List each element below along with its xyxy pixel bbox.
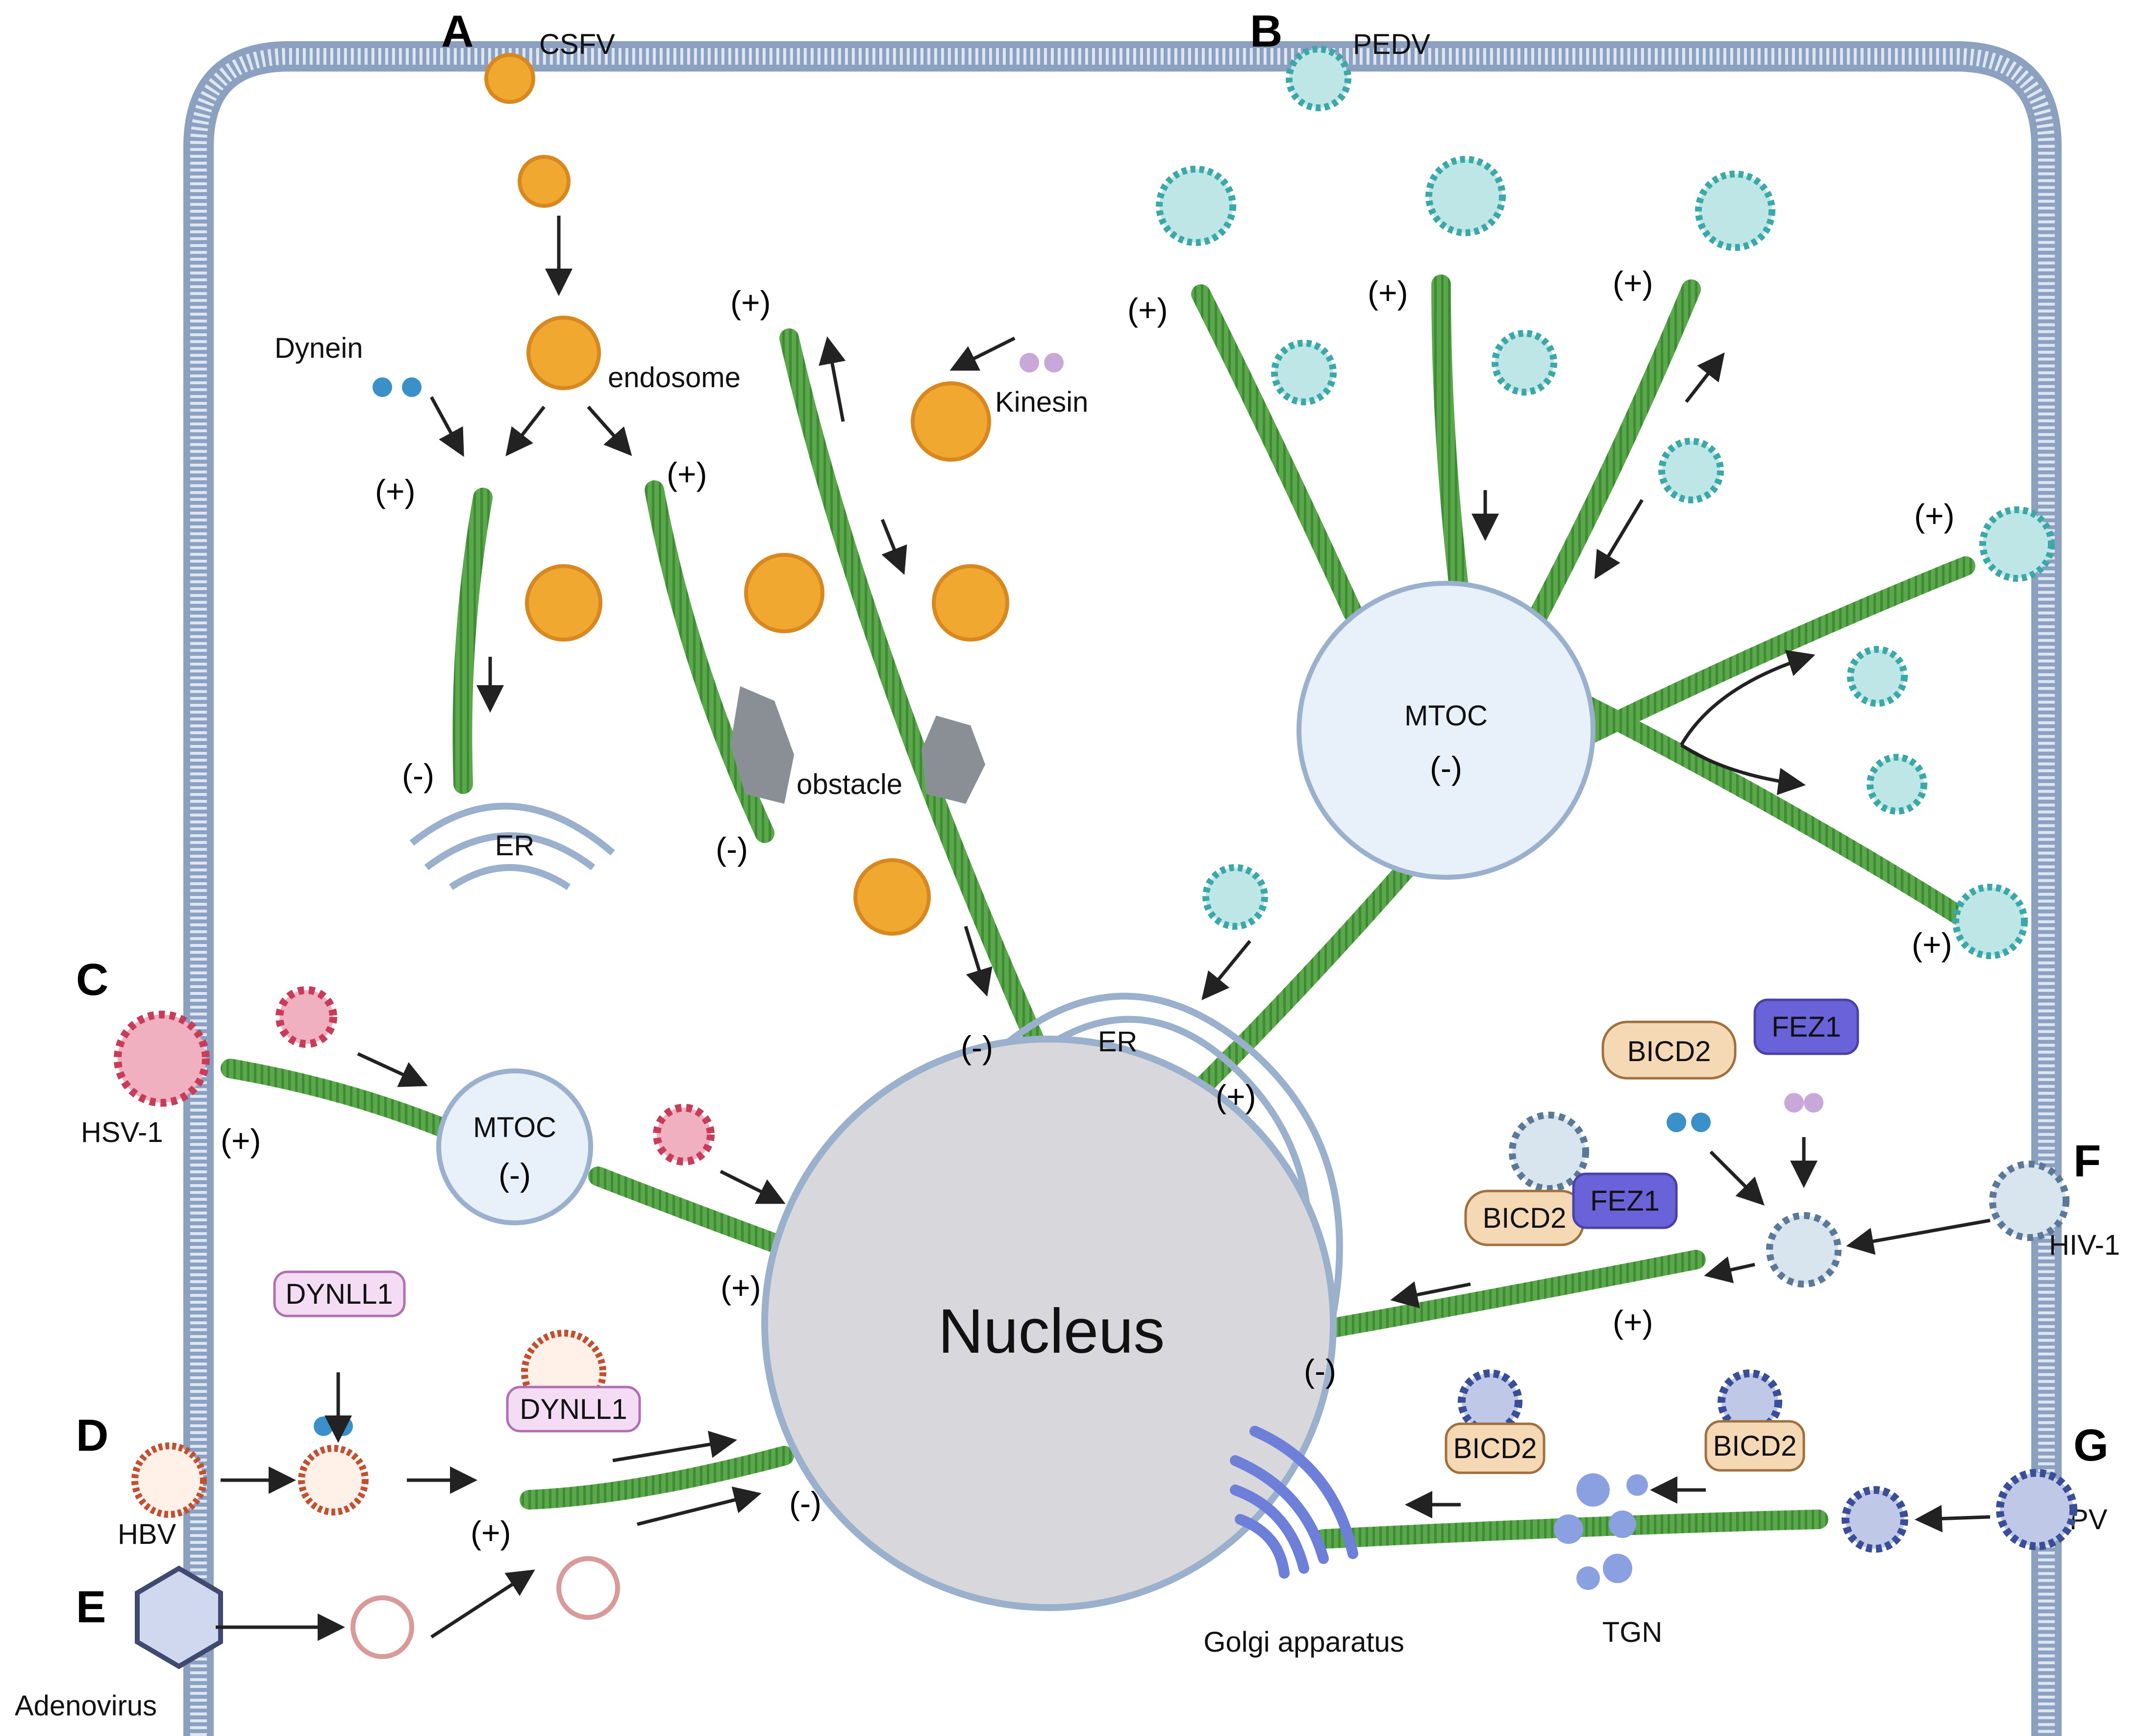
svg-text:(+): (+) xyxy=(471,1514,511,1551)
mtoc-c-label: MTOC xyxy=(473,1112,556,1143)
svg-text:BICD2: BICD2 xyxy=(1713,1430,1797,1462)
dynll1-box-1: DYNLL1 xyxy=(273,1270,406,1317)
mtoc-c xyxy=(436,1068,593,1225)
cell-membrane-inner xyxy=(190,48,2055,1736)
polarity-labels: (+) (+) (+) (+) (+) (+) (+) (+) (+) (+) … xyxy=(221,265,1955,1551)
bicd2-box-g2: BICD2 xyxy=(1704,1420,1805,1472)
hbv-label: HBV xyxy=(118,1518,176,1550)
svg-text:FEZ1: FEZ1 xyxy=(1590,1185,1660,1217)
svg-text:(-): (-) xyxy=(402,757,434,794)
adenovirus-label: Adenovirus xyxy=(15,1690,157,1722)
hiv1-particles xyxy=(1509,1112,2070,1288)
endosome-label: endosome xyxy=(608,362,741,394)
panel-f: F xyxy=(2073,1136,2101,1186)
mtoc-c-polarity: (-) xyxy=(499,1157,531,1193)
hsv1-particles xyxy=(114,986,715,1166)
microtubule-b3 xyxy=(1520,279,1701,642)
microtubule-b1 xyxy=(1191,284,1363,622)
nucleus-label: Nucleus xyxy=(938,1296,1165,1366)
fez1-box-f2: FEZ1 xyxy=(1572,1172,1678,1229)
er-a xyxy=(409,802,615,890)
panel-c: C xyxy=(76,955,108,1005)
svg-text:(+): (+) xyxy=(1216,1078,1256,1115)
microtubule-c1 xyxy=(221,1059,451,1137)
microtubule-g xyxy=(1314,1510,1828,1549)
obstacle-2 xyxy=(922,716,985,804)
mtoc-b xyxy=(1297,581,1596,880)
csfv-particles xyxy=(484,53,1009,936)
hpv-particles xyxy=(1458,1369,2077,1553)
panel-d: D xyxy=(76,1411,108,1461)
panel-e: E xyxy=(76,1582,106,1632)
panel-b: B xyxy=(1250,6,1282,56)
kinesin-icons xyxy=(1020,353,1823,1113)
svg-text:DYNLL1: DYNLL1 xyxy=(285,1278,393,1310)
svg-text:(+): (+) xyxy=(1368,274,1408,311)
panel-g: G xyxy=(2073,1420,2109,1470)
bicd2-box-g1: BICD2 xyxy=(1445,1422,1546,1474)
bicd2-box-f2: BICD2 xyxy=(1464,1190,1585,1246)
pedv-particles xyxy=(1156,46,2055,959)
microtubules xyxy=(221,274,1975,1549)
pedv-label: PEDV xyxy=(1353,28,1430,60)
microtubule-b5 xyxy=(1578,696,1970,926)
mtoc-b-polarity: (-) xyxy=(1430,750,1462,786)
dynein-label: Dynein xyxy=(274,332,363,364)
svg-text:(-): (-) xyxy=(716,831,748,867)
microtubule-b4 xyxy=(1578,556,1975,745)
nucleus xyxy=(761,1036,1337,1611)
svg-text:DYNLL1: DYNLL1 xyxy=(520,1393,627,1425)
svg-text:(+): (+) xyxy=(721,1269,761,1306)
microtubule-a1 xyxy=(452,488,493,794)
svg-text:(+): (+) xyxy=(667,456,707,492)
microtubule-b6 xyxy=(1191,853,1422,1098)
obstacle-label: obstacle xyxy=(797,769,902,800)
microtubule-f xyxy=(1294,1250,1706,1343)
hsv1-label: HSV-1 xyxy=(81,1116,163,1148)
mtoc-b-label: MTOC xyxy=(1404,700,1488,732)
svg-text:(-): (-) xyxy=(1304,1353,1336,1389)
svg-text:BICD2: BICD2 xyxy=(1627,1036,1711,1067)
tgn xyxy=(1554,1473,1648,1590)
svg-text:(+): (+) xyxy=(1912,926,1952,963)
transport-arrows xyxy=(216,216,1991,1641)
svg-text:(+): (+) xyxy=(1613,1304,1653,1340)
svg-text:(-): (-) xyxy=(789,1485,822,1521)
hiv1-label: HIV-1 xyxy=(2049,1229,2120,1261)
svg-text:(+): (+) xyxy=(1613,265,1653,301)
svg-text:(-): (-) xyxy=(961,1029,993,1066)
tgn-label: TGN xyxy=(1602,1616,1662,1648)
adenovirus-particles xyxy=(135,1556,620,1669)
microtubule-c2 xyxy=(588,1166,789,1255)
dynein-icons xyxy=(314,377,1711,1436)
bicd2-box-f1: BICD2 xyxy=(1601,1020,1737,1080)
kinesin-label: Kinesin xyxy=(995,386,1088,418)
golgi-apparatus xyxy=(1230,1426,1358,1579)
microtubule-d xyxy=(520,1446,794,1510)
svg-text:(+): (+) xyxy=(1127,292,1168,328)
panel-a: A xyxy=(441,6,474,56)
dynll1-box-2: DYNLL1 xyxy=(506,1386,641,1433)
microtubule-b2 xyxy=(1431,274,1471,613)
csfv-label: CSFV xyxy=(539,28,615,60)
svg-text:FEZ1: FEZ1 xyxy=(1771,1011,1841,1043)
golgi-label: Golgi apparatus xyxy=(1203,1626,1404,1658)
svg-text:(+): (+) xyxy=(730,284,771,321)
er-nucleus-label: ER xyxy=(1098,1026,1138,1058)
svg-text:(+): (+) xyxy=(1914,497,1955,534)
obstacle-1 xyxy=(730,686,794,804)
er-a-label: ER xyxy=(495,830,535,862)
svg-text:BICD2: BICD2 xyxy=(1453,1433,1537,1464)
svg-text:(+): (+) xyxy=(221,1122,261,1159)
svg-text:(+): (+) xyxy=(375,473,416,509)
fez1-box-f1: FEZ1 xyxy=(1753,998,1859,1055)
svg-text:BICD2: BICD2 xyxy=(1483,1202,1567,1234)
microtubule-a3 xyxy=(779,328,1044,1049)
